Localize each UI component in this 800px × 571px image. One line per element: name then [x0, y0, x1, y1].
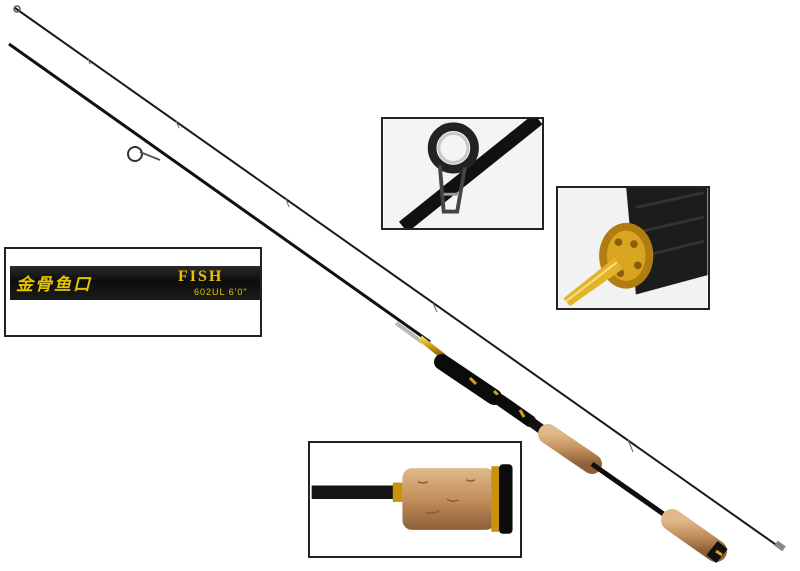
label-model-text: 602UL 6'0"	[194, 287, 248, 297]
line-guide-closeup	[381, 117, 544, 230]
cork-butt-icon	[311, 443, 519, 556]
rod-label-closeup: 金骨鱼口 FISH 602UL 6'0"	[4, 247, 262, 337]
tip-guides	[87, 57, 634, 453]
label-blank-band: 金骨鱼口 FISH 602UL 6'0"	[10, 266, 260, 300]
reel-seat-icon	[558, 188, 708, 308]
rod-butt-section	[8, 42, 728, 564]
tip-top-guide-icon	[13, 5, 21, 13]
cork-butt-closeup	[308, 441, 522, 558]
stripper-guide-icon	[127, 146, 143, 162]
label-fish-text: FISH	[178, 268, 224, 285]
reel-seat-closeup	[556, 186, 710, 310]
tip-ferrule	[774, 540, 786, 552]
label-brand-text: 金骨鱼口	[16, 275, 92, 295]
rod-tip-section	[13, 5, 786, 552]
line-guide-icon	[383, 119, 542, 228]
